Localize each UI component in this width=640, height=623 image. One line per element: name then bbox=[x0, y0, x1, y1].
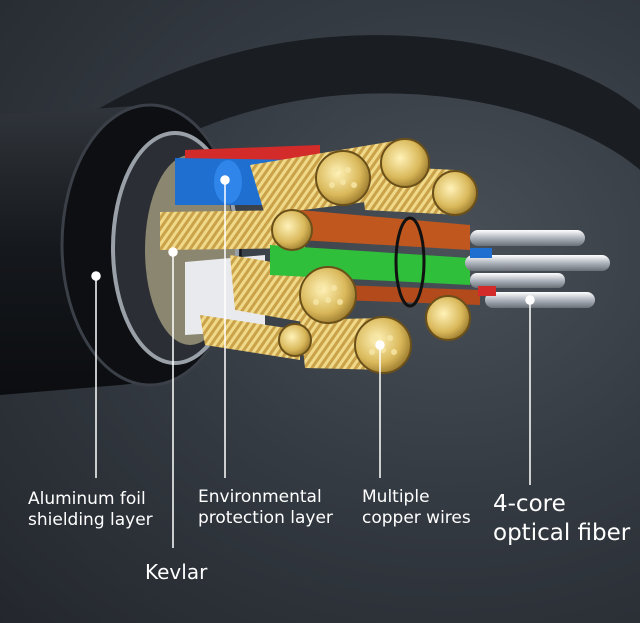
optical-fiber-2 bbox=[465, 255, 610, 271]
copper-bundle-ends bbox=[271, 138, 478, 374]
orange-conduit bbox=[300, 210, 470, 250]
leader-dot-copper bbox=[375, 340, 385, 350]
leader-dot-optical bbox=[525, 295, 535, 305]
optical-fiber-4 bbox=[485, 292, 595, 308]
leader-dot-aluminum-foil bbox=[91, 271, 101, 281]
label-optical: 4-core optical fiber bbox=[493, 490, 630, 548]
copper-bundle-body-2 bbox=[160, 210, 305, 250]
optical-fiber-1 bbox=[470, 230, 585, 246]
leader-dot-environmental bbox=[220, 175, 230, 185]
label-aluminum-foil-line2: shielding layer bbox=[28, 510, 153, 531]
label-copper: Multiple copper wires bbox=[362, 487, 471, 530]
conduit-band bbox=[394, 216, 426, 308]
optical-fiber-3 bbox=[470, 273, 565, 288]
label-environmental-line2: protection layer bbox=[198, 508, 333, 529]
label-optical-line2: optical fiber bbox=[493, 519, 631, 546]
label-optical-line1: 4-core bbox=[493, 491, 566, 517]
label-copper-line2: copper wires bbox=[362, 508, 471, 529]
label-aluminum-foil: Aluminum foil shielding layer bbox=[28, 489, 153, 532]
fiber-red-sleeve bbox=[478, 286, 496, 296]
background-cable-loop bbox=[80, 35, 640, 170]
leader-dot-kevlar bbox=[168, 247, 178, 257]
label-kevlar: Kevlar bbox=[145, 560, 208, 584]
label-aluminum-foil-line1: Aluminum foil bbox=[28, 489, 146, 509]
label-copper-line1: Multiple bbox=[362, 487, 430, 507]
label-environmental-line1: Environmental bbox=[198, 487, 322, 507]
label-environmental: Environmental protection layer bbox=[198, 487, 333, 530]
fiber-blue-sleeve bbox=[470, 248, 492, 258]
